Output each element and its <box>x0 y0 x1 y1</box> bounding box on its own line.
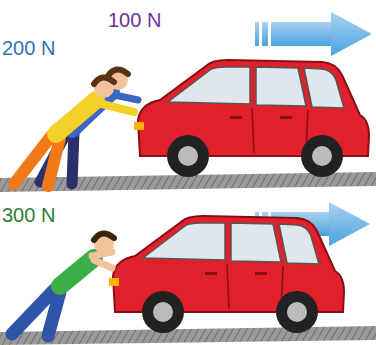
force-label: 300 N <box>2 205 55 225</box>
person-pushing <box>14 77 134 186</box>
car <box>109 216 344 333</box>
car <box>134 60 369 177</box>
person-pushing <box>12 233 114 336</box>
force-label: 200 N <box>2 38 55 58</box>
force-arrow <box>255 12 372 56</box>
force-label: 100 N <box>108 10 161 30</box>
